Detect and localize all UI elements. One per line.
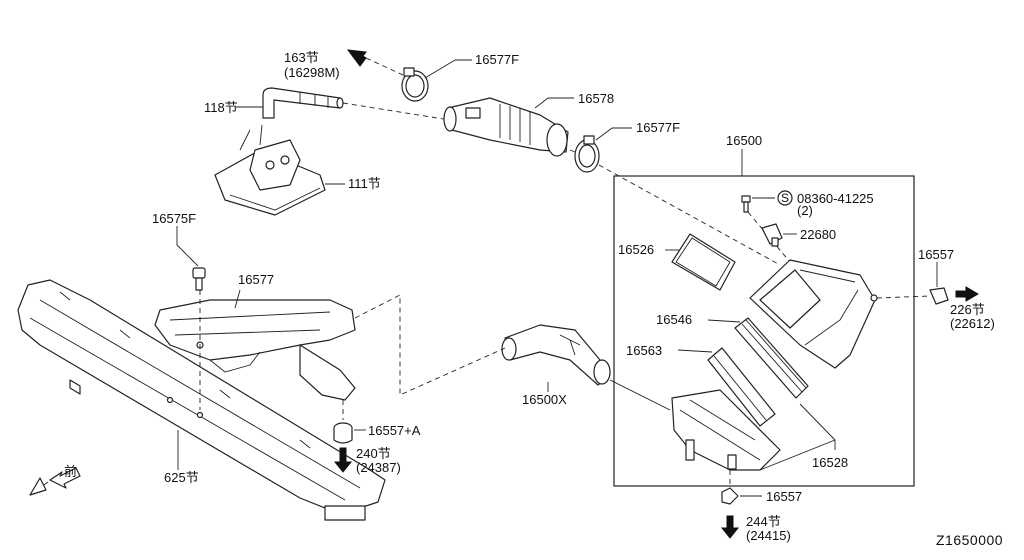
callout-16557a: 16557+A	[368, 423, 421, 438]
bolt-08360	[741, 195, 751, 213]
diagram-code: Z1650000	[936, 532, 1003, 548]
grommet-16557-right	[929, 287, 949, 305]
clamp-16577f-top	[401, 67, 429, 102]
callout-22680: 22680	[800, 227, 836, 242]
filter-cover-16526	[671, 233, 736, 291]
bolt-symbol-label: S	[781, 191, 789, 205]
callout-16575f: 16575F	[152, 211, 196, 226]
bolt-symbol-s	[777, 190, 793, 206]
callout-16578: 16578	[578, 91, 614, 106]
air-cleaner-lower-case	[671, 389, 781, 471]
callout-16577f-mid: 16577F	[636, 120, 680, 135]
air-duct-16577	[154, 299, 356, 401]
assembly-frame-16500	[613, 175, 915, 487]
grommet-16557a	[333, 422, 353, 444]
clamp-16577f-mid	[574, 135, 600, 173]
callout-16557-right: 16557	[918, 247, 954, 262]
down-arrow-244	[720, 515, 740, 539]
callout-16500: 16500	[726, 133, 762, 148]
callout-118: 118节	[204, 100, 238, 115]
callout-16577f-top: 16577F	[475, 52, 519, 67]
callout-08360-qty: (2)	[797, 203, 813, 218]
duct-16500x	[501, 324, 611, 386]
clip-16575f	[192, 267, 206, 291]
front-label: 前	[64, 464, 77, 479]
callout-22612: (22612)	[950, 316, 995, 331]
air-cleaner-upper-case	[749, 259, 878, 369]
arrow-226	[955, 286, 979, 302]
sensor-22680	[761, 223, 783, 247]
callout-111: 111节	[348, 176, 381, 191]
filter-element-16546	[734, 317, 809, 399]
callout-08360-41225: 08360-41225	[797, 191, 874, 206]
callout-24387: (24387)	[356, 460, 401, 475]
callout-16526: 16526	[618, 242, 654, 257]
down-arrow-240	[333, 447, 353, 473]
grommet-16557-bottom	[721, 487, 739, 505]
callout-16528: 16528	[812, 455, 848, 470]
arrow-163	[346, 49, 367, 67]
callout-226: 226节	[950, 302, 985, 317]
callout-16546: 16546	[656, 312, 692, 327]
air-hose-16578	[443, 97, 569, 157]
callout-16563: 16563	[626, 343, 662, 358]
callout-163: 163节	[284, 50, 319, 65]
engine-valve-cover-111	[214, 124, 326, 216]
front-direction-arrow	[49, 467, 81, 489]
callout-16577: 16577	[238, 272, 274, 287]
pcv-hose-118	[262, 87, 344, 119]
callout-244: 244节	[746, 514, 781, 529]
core-support-625	[17, 279, 386, 521]
part-16563	[707, 347, 776, 427]
callout-16298m: (16298M)	[284, 65, 340, 80]
callout-16500x: 16500X	[522, 392, 567, 407]
callout-16557-bottom: 16557	[766, 489, 802, 504]
callout-24415: (24415)	[746, 528, 791, 543]
callout-625: 625节	[164, 470, 199, 485]
callout-240: 240节	[356, 446, 391, 461]
